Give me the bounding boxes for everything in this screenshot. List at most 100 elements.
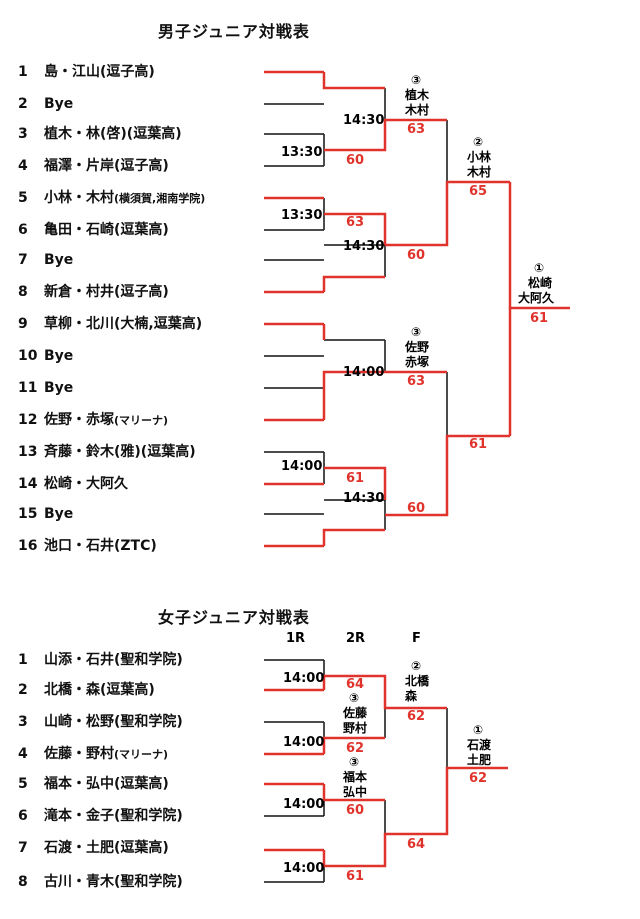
entry-club: (逗葉高) — [114, 840, 169, 856]
boys-time-r2c: 14:00 — [343, 365, 384, 380]
boys-time-m2: 13:30 — [281, 145, 322, 160]
girls-score-m2: 62 — [346, 741, 364, 756]
boys-entry-2: 2 Bye — [18, 94, 73, 114]
entry-number: 13 — [18, 444, 38, 460]
boys-score-final: 61 — [530, 311, 548, 326]
entry-player-names: 古川・青木 — [44, 874, 114, 890]
boys-sf1-name-b: 木村 — [466, 164, 491, 179]
girls-sf2-name-b: 弘中 — [343, 784, 367, 799]
boys-time-m7: 14:00 — [281, 459, 322, 474]
entry-club: (マリーナ) — [114, 748, 169, 761]
entry-player-names: 松崎・大阿久 — [44, 476, 128, 492]
boys-qf2-name-b: 赤塚 — [405, 354, 429, 369]
girls-header-2r: 2R — [346, 631, 365, 646]
entry-club: (聖和学院) — [114, 808, 183, 824]
entry-number: 1 — [18, 64, 28, 80]
entry-player-names: 山添・石井 — [44, 652, 114, 668]
boys-qf2-rank: ③ — [411, 325, 421, 339]
entry-number: 2 — [18, 682, 28, 698]
entry-club: (大楠,逗葉高) — [114, 316, 203, 332]
entry-number: 11 — [18, 380, 38, 396]
girls-header-f: F — [412, 631, 421, 646]
entry-number: 1 — [18, 652, 28, 668]
entry-number: 2 — [18, 96, 28, 112]
boys-entry-3: 3 植木・林(啓)(逗葉高) — [18, 124, 182, 144]
girls-f1-name-b: 森 — [405, 688, 418, 703]
boys-score-r2d: 60 — [407, 501, 425, 516]
boys-time-r2b: 14:30 — [343, 239, 384, 254]
boys-score-m3: 63 — [346, 215, 364, 230]
boys-sf1-name-a: 小林 — [467, 149, 491, 164]
entry-player-names: 植木・林(啓) — [44, 126, 127, 142]
boys-score-r2b: 60 — [407, 248, 425, 263]
boys-champ-rank: ① — [534, 261, 544, 275]
entry-player-names: 斉藤・鈴木(雅) — [44, 444, 141, 460]
entry-player-names: 新倉・村井 — [44, 284, 114, 300]
girls-score-sf2: 64 — [407, 837, 425, 852]
entry-number: 8 — [18, 874, 28, 890]
boys-score-m2: 60 — [346, 153, 364, 168]
girls-sf1-name-a: 佐藤 — [342, 705, 368, 720]
entry-number: 15 — [18, 506, 38, 522]
entry-player-names: 島・江山 — [44, 64, 100, 80]
entry-club: (逗葉高) — [114, 776, 169, 792]
entry-player-names: 山崎・松野 — [44, 714, 114, 730]
boys-score-qf2: 63 — [407, 374, 425, 389]
entry-number: 3 — [18, 126, 28, 142]
entry-player-names: 福澤・片岸 — [44, 158, 114, 174]
entry-number: 5 — [18, 190, 28, 206]
entry-club: (横須賀,湘南学院) — [114, 192, 206, 205]
entry-club: (逗子高) — [114, 158, 169, 174]
boys-champ-name-a: 松崎 — [528, 275, 552, 290]
boys-time-qf1: 14:30 — [343, 113, 384, 128]
boys-title: 男子ジュニア対戦表 — [158, 22, 310, 41]
entry-club: (ZTC) — [114, 538, 157, 554]
boys-score-sf1: 65 — [469, 184, 487, 199]
entry-number: 12 — [18, 412, 38, 428]
entry-player-names: Bye — [44, 96, 74, 112]
entry-player-names: 佐野・赤塚 — [44, 412, 114, 428]
entry-number: 9 — [18, 316, 28, 332]
entry-number: 4 — [18, 158, 28, 174]
entry-number: 3 — [18, 714, 28, 730]
boys-winner-paths — [264, 70, 570, 548]
girls-winner-paths — [264, 674, 508, 868]
entry-player-names: 福本・弘中 — [44, 776, 114, 792]
girls-r1-lines — [264, 659, 448, 883]
boys-qf1-name-a: 植木 — [404, 87, 430, 102]
entry-player-names: Bye — [44, 348, 74, 364]
entry-club: (逗葉高) — [114, 222, 169, 238]
boys-qf1-rank: ③ — [411, 73, 421, 87]
entry-number: 7 — [18, 840, 28, 856]
entry-club: (逗葉高) — [126, 126, 182, 142]
girls-sf2-name-a: 福本 — [342, 769, 367, 784]
boys-qf1-name-b: 木村 — [404, 102, 429, 117]
entry-player-names: Bye — [44, 380, 74, 396]
entry-player-names: 亀田・石崎 — [44, 222, 114, 238]
girls-sf1-rank: ③ — [349, 691, 359, 705]
entry-player-names: 滝本・金子 — [44, 808, 114, 824]
girls-time-m4: 14:00 — [283, 861, 324, 876]
girls-f1-name-a: 北橋 — [405, 673, 430, 688]
girls-sf2-rank: ③ — [349, 755, 359, 769]
entry-player-names: 草柳・北川 — [44, 316, 114, 332]
girls-score-sf1: 62 — [407, 709, 425, 724]
entry-number: 6 — [18, 808, 28, 824]
entry-player-names: 小林・木村 — [44, 190, 114, 206]
girls-title: 女子ジュニア対戦表 — [158, 608, 310, 627]
